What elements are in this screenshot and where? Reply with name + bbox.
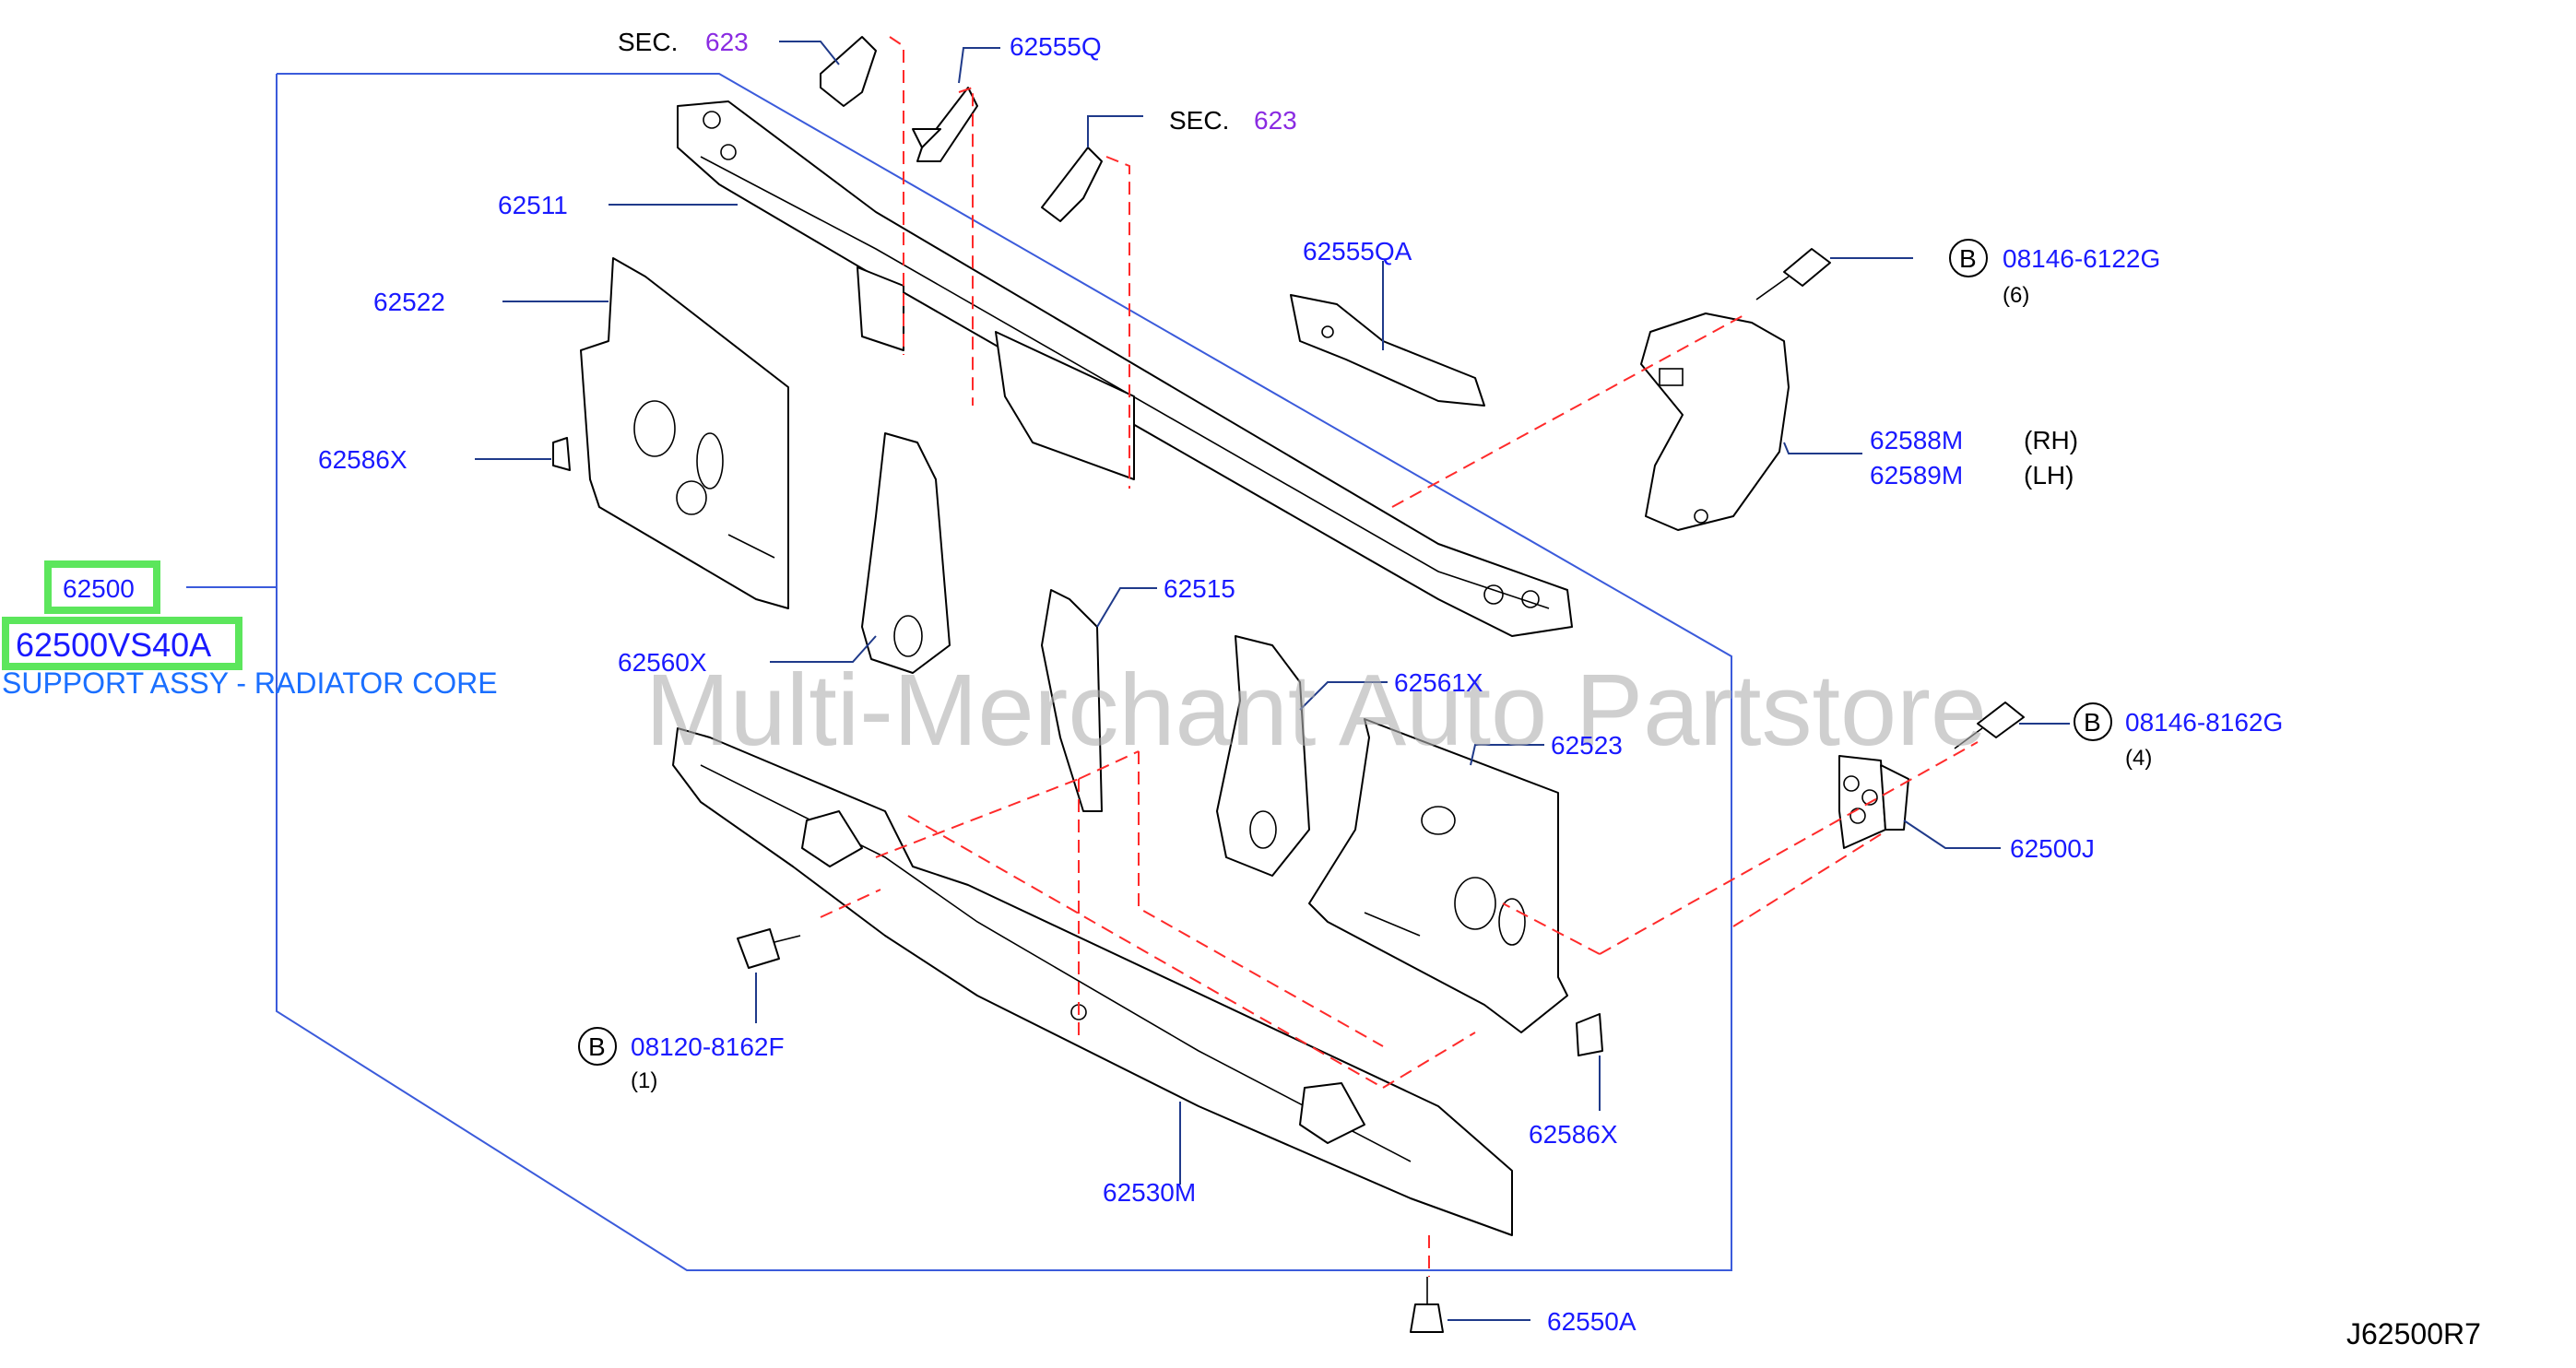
label-sec-mid-number[interactable]: 623 <box>1254 106 1297 135</box>
bolt-marker-b-3: B <box>588 1032 606 1061</box>
highlight-box-oem-number <box>2 617 242 670</box>
bolt-lower-left <box>737 928 801 969</box>
bolt-marker-circle-3 <box>578 1027 617 1066</box>
label-sec-top[interactable]: SEC. <box>618 28 678 56</box>
label-62523[interactable]: 62523 <box>1551 731 1623 760</box>
label-62586X-left[interactable]: 62586X <box>318 445 408 474</box>
part-62586X-right-clip <box>1576 1013 1603 1056</box>
label-62560X[interactable]: 62560X <box>618 648 707 677</box>
highlight-box-part-number <box>44 560 160 614</box>
assembly-frame <box>276 73 1732 1271</box>
label-bolt-qty-6: (6) <box>2003 283 2029 308</box>
part-62588M-62589M-bracket <box>1640 313 1790 531</box>
label-62588M[interactable]: 62588M <box>1870 426 1963 454</box>
bolt-bottom <box>1410 1277 1444 1333</box>
label-62589M[interactable]: 62589M <box>1870 461 1963 489</box>
label-62515[interactable]: 62515 <box>1164 574 1235 603</box>
bolt-marker-circle-2 <box>2074 702 2112 741</box>
part-62515-bracket <box>1041 589 1103 812</box>
label-bolt-qty-1: (1) <box>631 1068 657 1093</box>
part-sec623-mid-bracket <box>1041 147 1103 222</box>
part-62586X-left-clip <box>552 437 571 471</box>
label-62588M-side: (RH) <box>2024 426 2078 454</box>
label-bolt-08146-8162G[interactable]: 08146-8162G <box>2125 708 2283 737</box>
part-62555Q-bracket <box>912 87 978 162</box>
part-sec623-top-bracket <box>820 36 877 107</box>
label-description[interactable]: SUPPORT ASSY - RADIATOR CORE <box>2 666 498 700</box>
label-bolt-08146-6122G[interactable]: 08146-6122G <box>2003 244 2160 273</box>
bolt-top-right <box>1755 248 1831 301</box>
bolt-middle-right <box>1954 702 2025 749</box>
part-62511-upper-rail <box>677 100 1573 637</box>
label-62586X-right[interactable]: 62586X <box>1529 1120 1618 1149</box>
diagram-code: J62500R7 <box>2346 1317 2481 1350</box>
label-62500J[interactable]: 62500J <box>2010 834 2095 863</box>
part-62555QA-bracket <box>1290 294 1485 407</box>
label-part-number[interactable]: 62500 <box>63 574 135 603</box>
part-62523-right-panel <box>1308 718 1568 1033</box>
label-oem-number[interactable]: 62500VS40A <box>16 626 211 664</box>
part-62500J-bracket <box>1838 755 1909 849</box>
bolt-marker-b-1: B <box>1959 244 1977 273</box>
label-sec-mid[interactable]: SEC. <box>1169 106 1229 135</box>
label-bolt-08120-8162F[interactable]: 08120-8162F <box>631 1032 785 1061</box>
assembly-dashed-lines <box>820 36 1979 1277</box>
label-sec-top-number[interactable]: 623 <box>705 28 749 56</box>
label-62555QA[interactable]: 62555QA <box>1303 237 1412 265</box>
part-62561X-bracket <box>1216 635 1310 877</box>
leader-lines <box>475 41 2070 1321</box>
part-62522-left-panel <box>580 257 789 609</box>
label-62522[interactable]: 62522 <box>373 288 445 316</box>
label-62561X[interactable]: 62561X <box>1394 668 1483 697</box>
label-bolt-qty-4: (4) <box>2125 746 2152 771</box>
watermark: Multi-Merchant Auto Partstore <box>645 654 1987 767</box>
label-62530M[interactable]: 62530M <box>1103 1178 1196 1207</box>
label-62555Q[interactable]: 62555Q <box>1010 32 1102 61</box>
part-62560X-bracket <box>861 432 951 674</box>
label-62589M-side: (LH) <box>2024 461 2074 489</box>
bolt-marker-circle-1 <box>1949 239 1988 277</box>
bolt-marker-b-2: B <box>2084 708 2101 737</box>
label-62511[interactable]: 62511 <box>498 191 568 219</box>
label-62550A[interactable]: 62550A <box>1547 1307 1637 1336</box>
